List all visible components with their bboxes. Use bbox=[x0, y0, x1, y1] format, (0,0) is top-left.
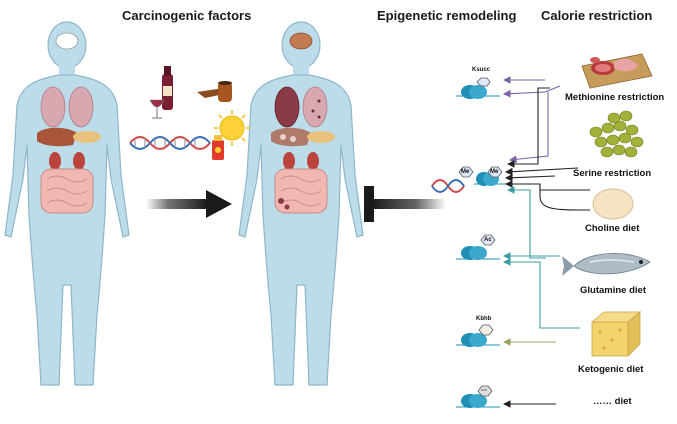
mark-me-dna: Me bbox=[461, 169, 470, 175]
histone-unknown bbox=[456, 385, 500, 408]
mark-ac: Ac bbox=[484, 237, 492, 243]
human-figure-cancer bbox=[238, 21, 364, 386]
beans-icon bbox=[589, 110, 644, 158]
histone-ksucc bbox=[456, 77, 500, 99]
histone-ac bbox=[456, 234, 500, 260]
liver-icon bbox=[37, 127, 77, 147]
ham-icon bbox=[581, 53, 653, 89]
mark-me-histone: Me bbox=[490, 169, 499, 175]
brain-icon bbox=[55, 32, 79, 50]
sunscreen-icon bbox=[212, 135, 224, 160]
cheese-icon bbox=[590, 311, 642, 357]
diet-label-other: …… diet bbox=[593, 396, 632, 407]
fish-icon bbox=[562, 253, 651, 276]
egg-icon bbox=[592, 188, 634, 220]
mark-unknown: ⋯ bbox=[481, 388, 487, 394]
diet-label-choline: Choline diet bbox=[585, 223, 640, 234]
diet-label-ketogenic: Ketogenic diet bbox=[578, 364, 644, 375]
diet-label-methionine: Methionine restriction bbox=[565, 92, 665, 103]
human-figure-healthy bbox=[4, 21, 130, 386]
diet-label-serine: Serine restriction bbox=[573, 168, 652, 179]
progression-arrow bbox=[146, 190, 232, 218]
histone-kbhb bbox=[456, 324, 500, 347]
dna-methylation bbox=[431, 166, 506, 193]
mark-kbhb: Kbhb bbox=[476, 316, 492, 322]
wine-icon bbox=[149, 66, 173, 119]
mark-ksucc: Ksucc bbox=[472, 67, 491, 73]
pipe-icon bbox=[197, 81, 232, 102]
dna-icon bbox=[129, 136, 211, 150]
header-epigenetic-remodeling: Epigenetic remodeling bbox=[377, 8, 517, 23]
header-calorie-restriction: Calorie restriction bbox=[541, 8, 653, 23]
diet-label-glutamine: Glutamine diet bbox=[580, 285, 646, 296]
inhibition-bar bbox=[364, 186, 446, 222]
sun-icon bbox=[214, 110, 250, 146]
header-carcinogenic-factors: Carcinogenic factors bbox=[122, 8, 252, 23]
diet-arrows bbox=[502, 76, 591, 408]
lung-icon bbox=[40, 86, 66, 128]
